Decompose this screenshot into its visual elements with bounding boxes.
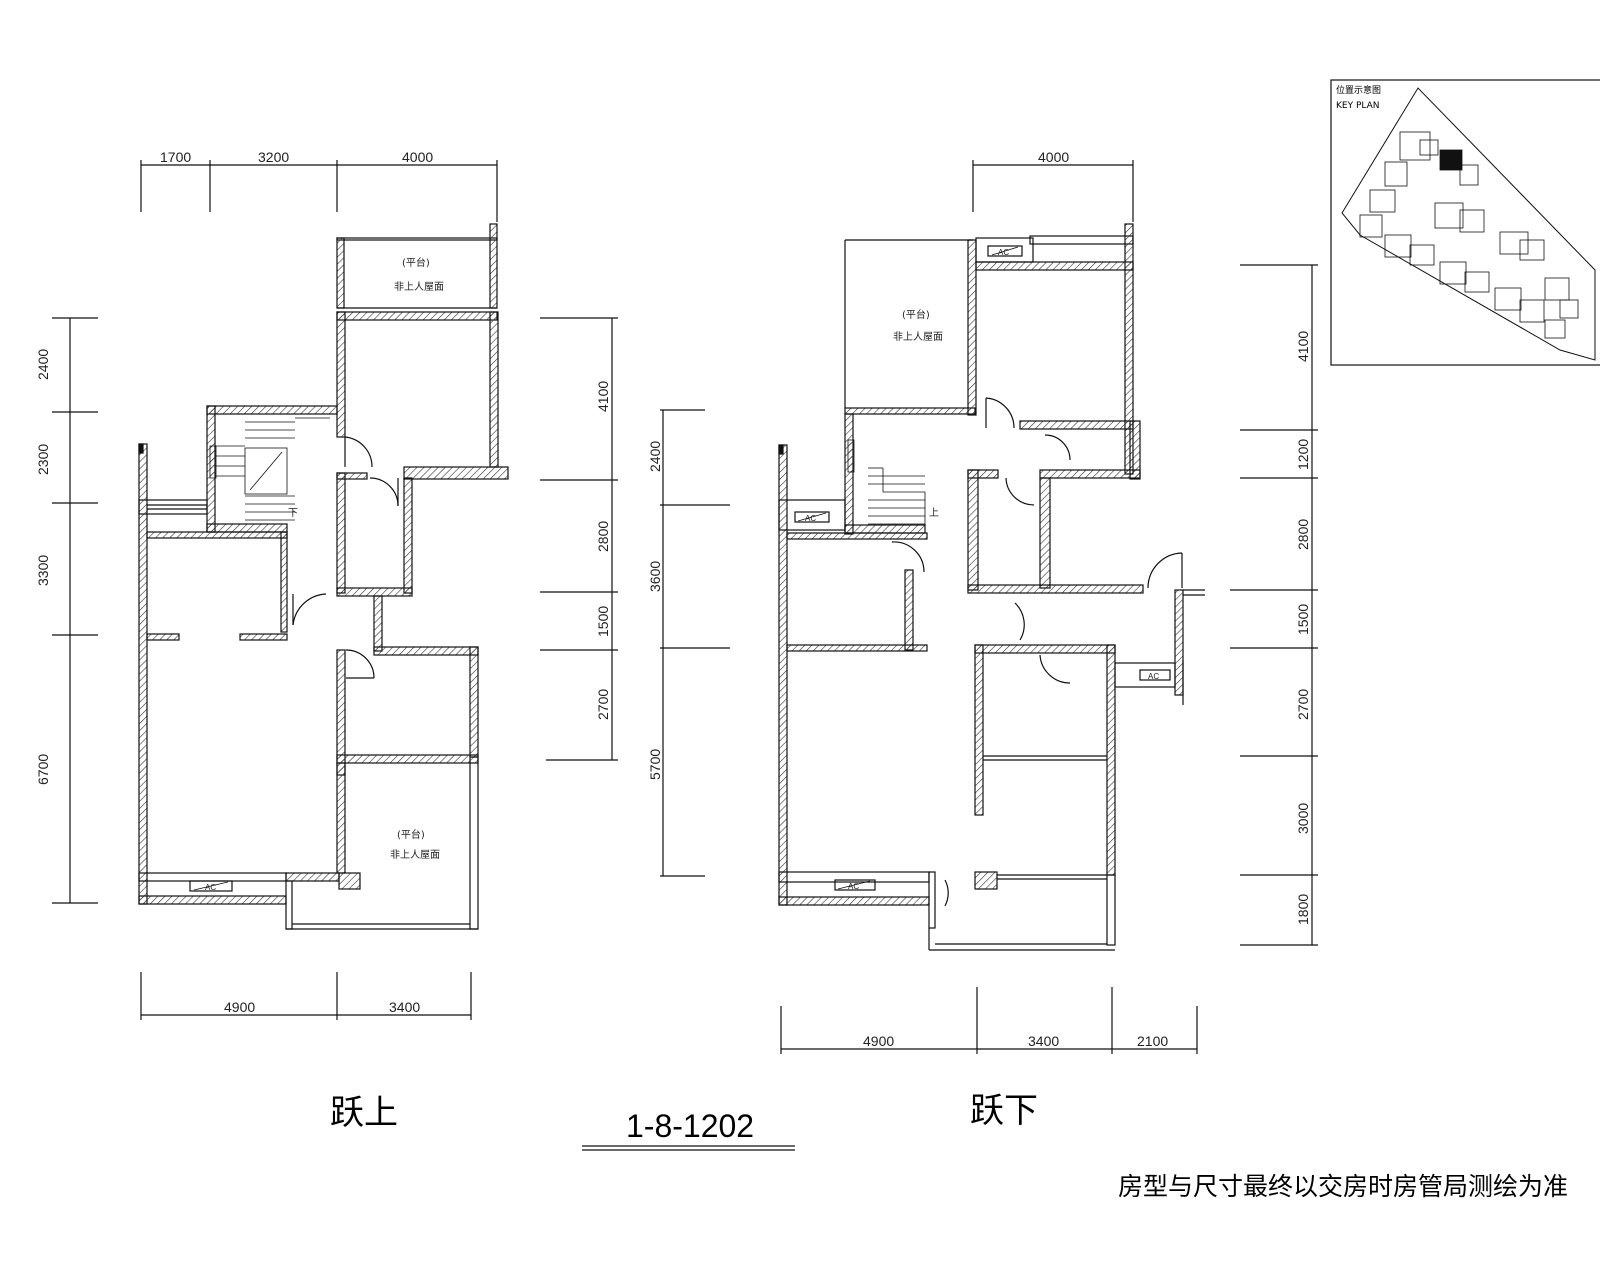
upper-floor-plan xyxy=(52,160,618,1020)
lower-bottom-dimensions xyxy=(780,987,1198,1054)
upper-terrace-bottom-label-1: (平台) xyxy=(397,828,425,841)
footnote: 房型与尺寸最终以交房时房管局测绘为准 xyxy=(1117,1172,1568,1201)
upper-top-dimensions xyxy=(140,160,498,222)
upper-right-dim-1: 4100 xyxy=(595,381,611,412)
upper-left-dim-3: 3300 xyxy=(35,555,51,586)
upper-stair-label: 下 xyxy=(288,508,298,519)
upper-terrace-top-label-2: 非上人屋面 xyxy=(394,281,444,293)
unit-code: 1-8-1202 xyxy=(626,1108,755,1144)
upper-left-dim-1: 2400 xyxy=(35,349,51,380)
upper-right-dimensions xyxy=(540,317,618,761)
upper-dim-labels: 1700 3200 4000 4900 3400 2400 2300 3300 … xyxy=(35,149,611,1015)
upper-left-dim-4: 6700 xyxy=(35,754,51,785)
lower-top-dim-1: 4000 xyxy=(1038,149,1069,165)
upper-left-dimensions xyxy=(52,317,98,904)
lower-right-dim-6: 3000 xyxy=(1295,803,1311,834)
upper-right-dim-3: 1500 xyxy=(595,606,611,637)
lower-ac-label-right: AC xyxy=(1148,672,1159,681)
lower-terrace-label-2: 非上人屋面 xyxy=(893,331,943,343)
upper-top-dim-1: 1700 xyxy=(160,149,191,165)
lower-top-dimensions xyxy=(972,160,1134,222)
lower-left-dimensions xyxy=(660,409,730,877)
key-plan-title-en: KEY PLAN xyxy=(1336,101,1379,111)
upper-right-dim-4: 2700 xyxy=(595,689,611,720)
upper-walls xyxy=(138,223,509,930)
upper-top-dim-3: 4000 xyxy=(402,149,433,165)
upper-stair xyxy=(209,413,295,521)
key-plan-buildings xyxy=(1359,131,1579,339)
lower-ac-label-left: AC xyxy=(805,514,816,523)
lower-left-dim-1: 2400 xyxy=(647,441,663,472)
key-plan-site-boundary xyxy=(1341,87,1596,361)
lower-bottom-dim-3: 2100 xyxy=(1137,1033,1168,1049)
lower-terrace-label-1: (平台) xyxy=(902,308,930,321)
lower-right-dim-4: 1500 xyxy=(1295,604,1311,635)
lower-right-dim-7: 1800 xyxy=(1295,894,1311,925)
upper-floor-title: 跃上 xyxy=(330,1093,398,1133)
lower-floor-plan xyxy=(660,160,1318,1054)
upper-terrace-bottom-label-2: 非上人屋面 xyxy=(390,849,440,861)
upper-bottom-dimensions xyxy=(140,972,472,1020)
lower-dim-labels: 4000 4900 3400 2100 2400 3600 5700 4100 … xyxy=(647,149,1311,1049)
lower-floor-title: 跃下 xyxy=(970,1091,1038,1131)
key-plan-title-cn: 位置示意图 xyxy=(1336,84,1381,96)
lower-right-dimensions xyxy=(1230,264,1318,946)
key-plan: 位置示意图 KEY PLAN xyxy=(1330,79,1600,366)
lower-bottom-dim-1: 4900 xyxy=(863,1033,894,1049)
upper-bottom-dim-2: 3400 xyxy=(389,999,420,1015)
lower-left-dim-2: 3600 xyxy=(647,561,663,592)
upper-bottom-dim-1: 4900 xyxy=(224,999,255,1015)
upper-terrace-top-label-1: (平台) xyxy=(402,256,430,269)
lower-walls xyxy=(778,223,1205,951)
lower-ac-label-top: AC xyxy=(998,248,1009,257)
lower-right-dim-3: 2800 xyxy=(1295,519,1311,550)
lower-right-dim-2: 1200 xyxy=(1295,439,1311,470)
lower-right-dim-1: 4100 xyxy=(1295,331,1311,362)
lower-bottom-dim-2: 3400 xyxy=(1028,1033,1059,1049)
lower-left-dim-3: 5700 xyxy=(647,749,663,780)
upper-right-dim-2: 2800 xyxy=(595,521,611,552)
lower-ac-label-bottom: AC xyxy=(848,882,859,891)
lower-stair xyxy=(847,439,926,525)
upper-ac-label: AC xyxy=(205,883,216,892)
lower-right-dim-5: 2700 xyxy=(1295,689,1311,720)
upper-top-dim-2: 3200 xyxy=(258,149,289,165)
lower-stair-label: 上 xyxy=(929,507,939,519)
upper-left-dim-2: 2300 xyxy=(35,444,51,475)
